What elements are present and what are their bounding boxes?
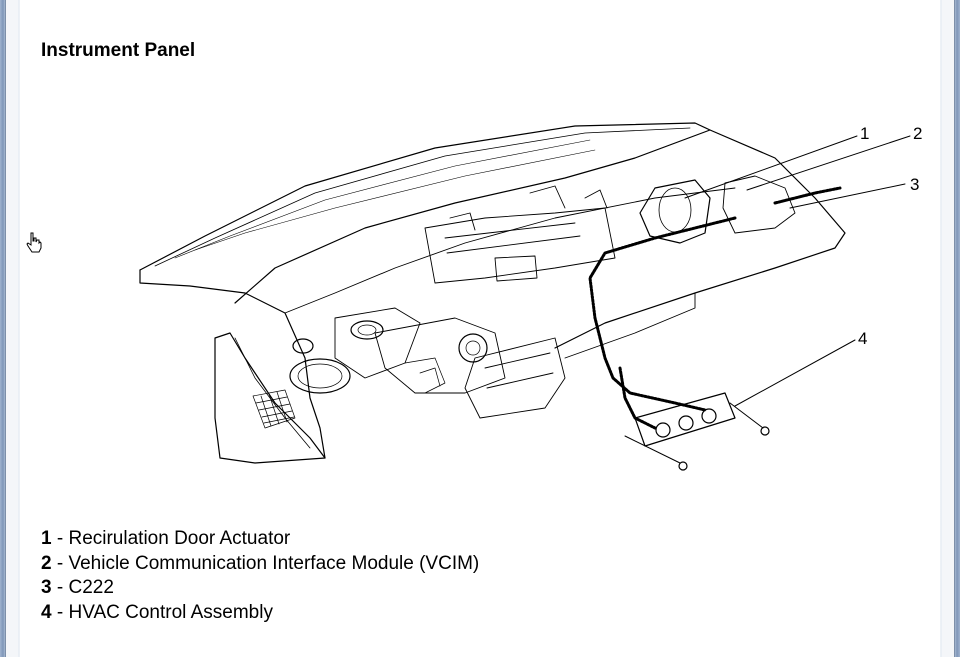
vcim-module	[722, 175, 796, 234]
window-frame-left	[0, 0, 20, 657]
callout-3: 3	[910, 175, 919, 194]
hvac-control-assembly	[624, 392, 770, 471]
callout-2: 2	[913, 124, 922, 143]
legend-item: 4 - HVAC Control Assembly	[41, 601, 273, 623]
parts-legend: 1 - Recirulation Door Actuator 2 - Vehic…	[41, 527, 479, 625]
callout-1: 1	[860, 124, 869, 143]
legend-item: 3 - C222	[41, 577, 114, 598]
legend-item: 2 - Vehicle Communication Interface Modu…	[41, 552, 480, 574]
hand-pointer-icon	[26, 232, 42, 253]
steering-column-area	[289, 307, 506, 394]
callout-4: 4	[858, 329, 867, 348]
document-content: Instrument Panel	[20, 0, 940, 657]
wiring-harness	[588, 186, 842, 430]
dash-left-end	[214, 332, 326, 464]
instrument-panel-diagram: 1 2 3 4	[139, 122, 922, 471]
callout-leaders	[684, 135, 911, 407]
window-frame-right	[940, 0, 960, 657]
dash-right-ledge	[554, 129, 846, 349]
page-title: Instrument Panel	[41, 40, 196, 61]
legend-item: 1 - Recirulation Door Actuator	[41, 528, 291, 549]
dash-lower-body	[244, 292, 326, 459]
center-stack	[424, 185, 616, 419]
left-vent-grille	[252, 389, 296, 429]
dash-top-pad	[139, 122, 711, 304]
